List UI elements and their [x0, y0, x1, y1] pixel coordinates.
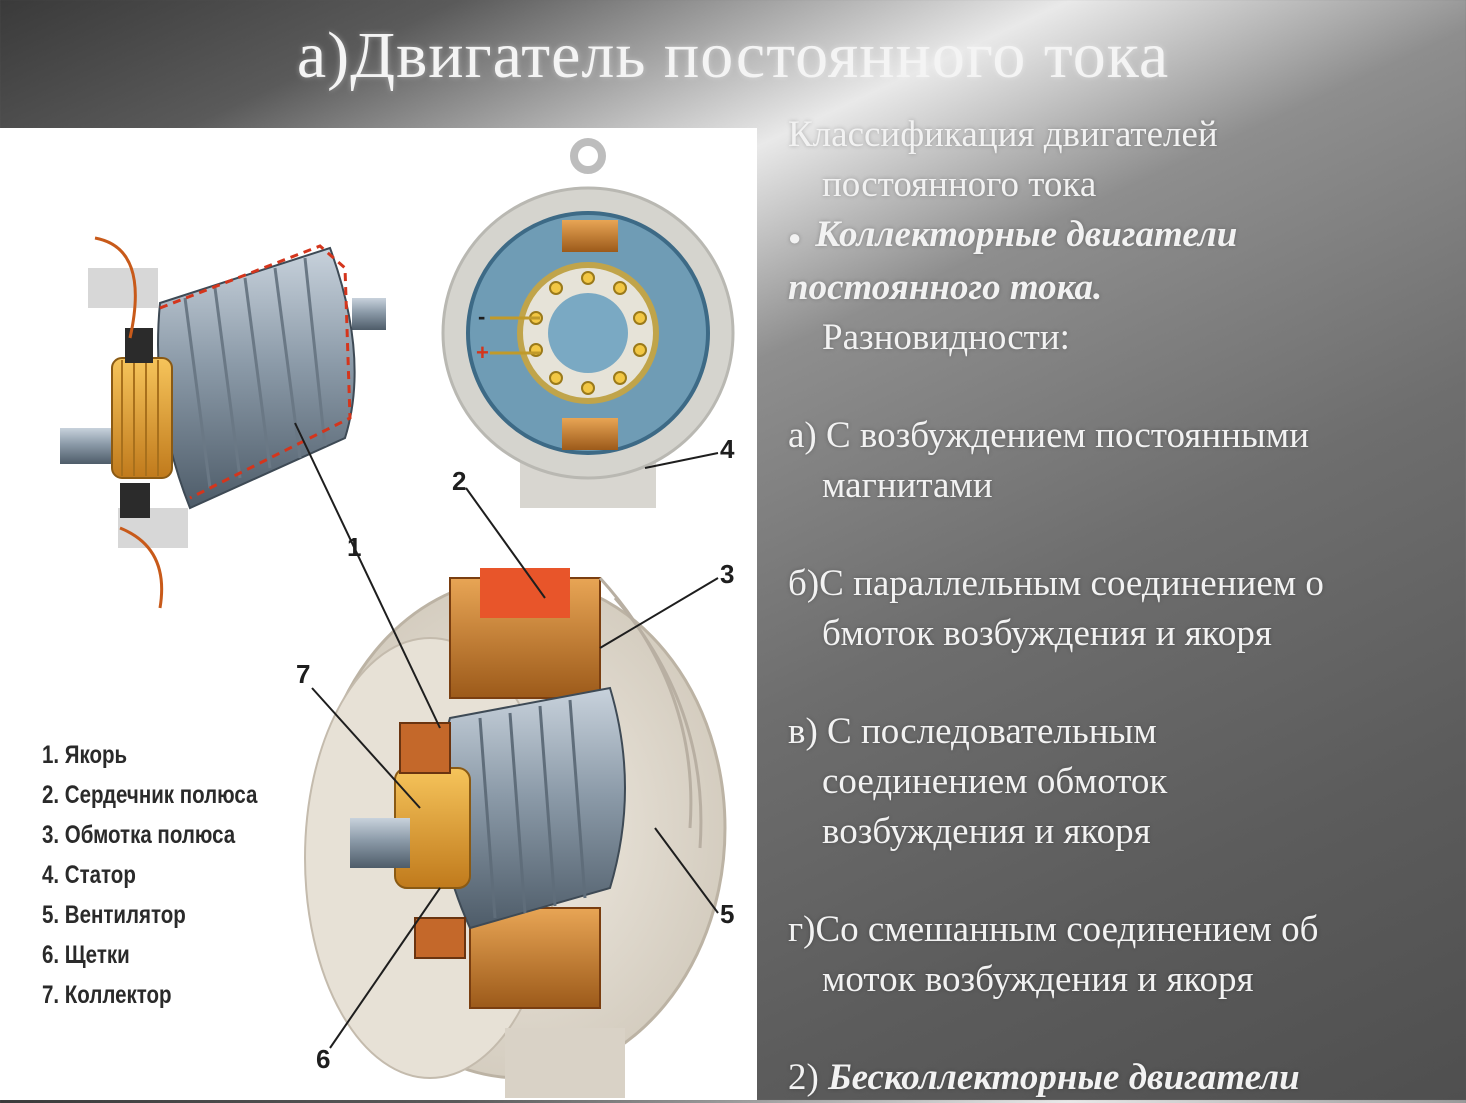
callout-3: 3 [720, 559, 734, 589]
heading-line-2: постоянного тока [822, 164, 1097, 205]
minus-terminal-label: - [478, 304, 485, 329]
callout-6: 6 [316, 1044, 330, 1074]
legend-item: 2. Сердечник полюса [42, 781, 258, 809]
brushless-label: Бесколлекторные двигатели [828, 1056, 1300, 1098]
plus-terminal-label: + [476, 340, 489, 365]
variant-b-line-2: бмоток возбуждения и якоря [822, 612, 1272, 654]
bullet-icon: ● [788, 224, 802, 250]
varieties-label: Разновидности: [822, 316, 1070, 358]
brushless-prefix: 2) [788, 1056, 829, 1098]
legend-item: 1. Якорь [42, 741, 128, 769]
legend-item: 7. Коллектор [42, 981, 172, 1009]
legend-item: 6. Щетки [42, 941, 130, 969]
classification-text: Классификация двигателей постоянного ток… [788, 110, 1458, 1103]
variant-v-line-2: соединением обмоток [822, 760, 1168, 802]
variant-a-line-2: магнитами [822, 464, 993, 506]
armature-rotor-drawing [60, 236, 386, 609]
callout-1: 1 [347, 532, 361, 562]
parts-legend: 1. Якорь 2. Сердечник полюса 3. Обмотка … [42, 735, 257, 1015]
legend-item: 3. Обмотка полюса [42, 821, 236, 849]
motor-illustration: - + [0, 128, 757, 1100]
variant-v-line-3: возбуждения и якоря [822, 810, 1151, 852]
brushless-motors-line: 2) Бесколлекторные двигатели [788, 1053, 1458, 1103]
collector-motors-heading: ● Коллекторные двигатели [788, 210, 1458, 263]
variant-a-line-1: а) С возбуждением постоянными [788, 414, 1309, 456]
legend-item: 5. Вентилятор [42, 901, 186, 929]
motor-diagram: - + [60, 138, 735, 1098]
assembled-motor-drawing [304, 568, 727, 1098]
leader-lines [294, 422, 719, 1049]
variant-b-line-1: б)С параллельным соединением о [788, 562, 1324, 604]
heading-line-1: Классификация двигателей [788, 114, 1218, 155]
callout-5: 5 [720, 899, 734, 929]
collector-line-2: постоянного тока. [788, 266, 1103, 308]
callout-7: 7 [296, 659, 310, 689]
callout-2: 2 [452, 466, 466, 496]
stator-cross-section-drawing: - + [441, 138, 735, 508]
slide-title: а)Двигатель постоянного тока [296, 19, 1170, 92]
collector-line-1: Коллекторные двигатели [815, 214, 1238, 255]
variant-v-line-1: в) С последовательным [788, 710, 1157, 752]
callout-4: 4 [720, 434, 735, 464]
variant-g-line-2: моток возбуждения и якоря [822, 958, 1254, 1000]
variant-g-line-1: г)Со смешанным соединением об [788, 908, 1319, 950]
legend-item: 4. Статор [42, 861, 136, 889]
